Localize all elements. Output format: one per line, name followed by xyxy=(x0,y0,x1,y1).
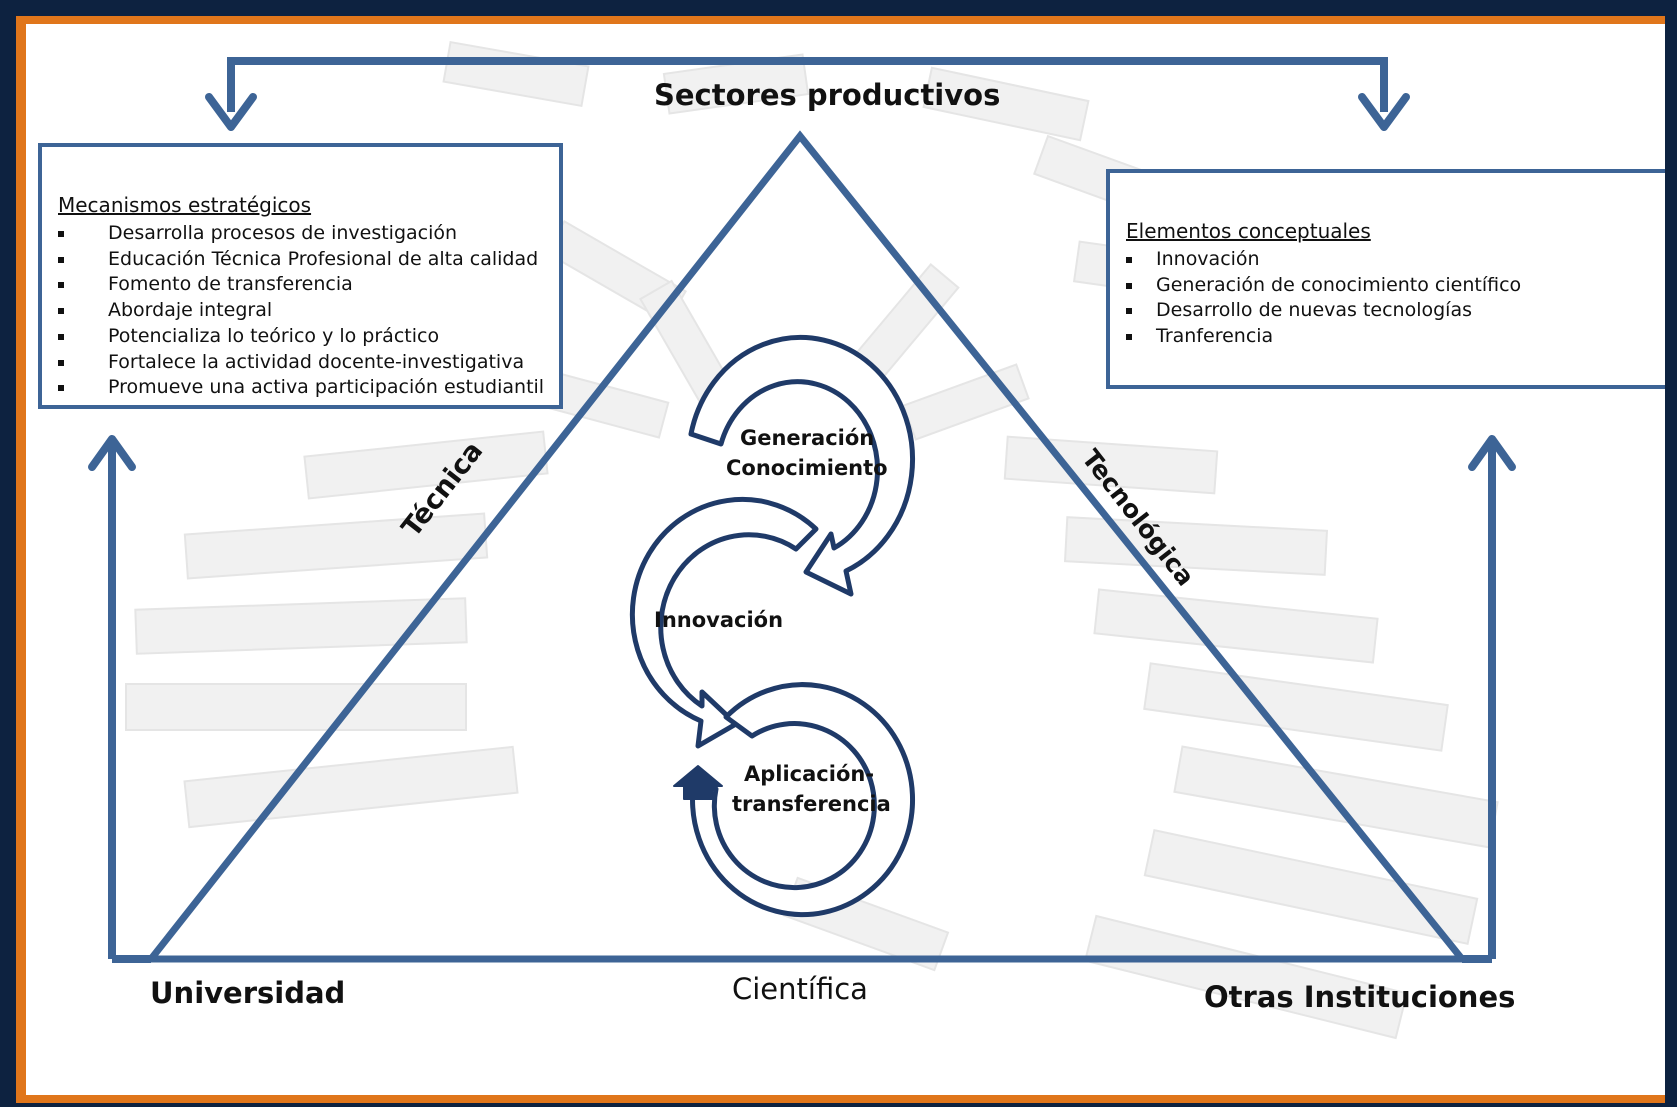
list-item-label: Potencializa lo teórico y lo práctico xyxy=(108,324,440,347)
diagram-canvas: Sectores productivos Mecanismos estratég… xyxy=(26,24,1665,1095)
list-item: Abordaje integral xyxy=(58,298,559,324)
bullet-icon xyxy=(58,308,64,315)
list-item-label: Abordaje integral xyxy=(108,299,273,322)
concepts-box: Elementos conceptuales Innovación Genera… xyxy=(1106,169,1665,389)
list-item: Tranferencia xyxy=(1126,324,1665,350)
top-connector-line xyxy=(227,57,1388,112)
list-item: Potencializa lo teórico y lo práctico xyxy=(58,324,559,350)
cycle-arrow-bottom xyxy=(690,682,916,918)
bullet-icon xyxy=(58,231,64,237)
list-item-label: Tranferencia xyxy=(1156,325,1274,348)
list-item: Generación de conocimiento científico xyxy=(1126,273,1665,299)
bullet-icon xyxy=(1126,334,1132,341)
corner-right-label: Otras Instituciones xyxy=(1204,980,1516,1014)
apex-label: Sectores productivos xyxy=(654,78,1001,112)
mechanisms-box: Mecanismos estratégicos Desarrolla proce… xyxy=(38,143,563,409)
cycle-label-middle: Innovación xyxy=(654,608,784,632)
cycle-arrows xyxy=(629,335,916,918)
list-item: Fomento de transferencia xyxy=(58,272,559,298)
cycle-label-bottom-line1: Aplicación- xyxy=(744,762,875,786)
list-item: Promueve una activa participación estudi… xyxy=(58,375,559,401)
cycle-arrow-middle xyxy=(629,497,819,749)
arrow-up-left-icon xyxy=(88,435,136,471)
bullet-icon xyxy=(58,359,64,366)
list-item-label: Desarrollo de nuevas tecnologías xyxy=(1156,299,1473,322)
bullet-icon xyxy=(58,385,64,392)
cycle-arrow-bottom-head-icon xyxy=(673,765,723,800)
arrow-up-right-icon xyxy=(1468,435,1516,471)
list-item: Fortalece la actividad docente-investiga… xyxy=(58,350,559,376)
bullet-icon xyxy=(1126,308,1132,315)
list-item-label: Generación de conocimiento científico xyxy=(1156,273,1522,296)
list-item-label: Desarrolla procesos de investigación xyxy=(108,222,458,244)
cycle-label-top-line2: Conocimiento xyxy=(726,456,888,480)
list-item: Desarrolla procesos de investigación xyxy=(58,221,559,247)
bullet-icon xyxy=(58,282,64,289)
concepts-list: Innovación Generación de conocimiento ci… xyxy=(1126,247,1665,350)
base-label: Científica xyxy=(732,972,868,1006)
list-item: Educación Técnica Profesional de alta ca… xyxy=(58,247,559,273)
arrow-down-left-icon xyxy=(205,93,257,131)
main-triangle xyxy=(143,130,1470,963)
corner-left-label: Universidad xyxy=(150,976,346,1010)
mechanisms-heading: Mecanismos estratégicos xyxy=(58,193,312,217)
list-item: Desarrollo de nuevas tecnologías xyxy=(1126,298,1665,324)
cycle-label-bottom-line2: transferencia xyxy=(732,792,891,816)
arrow-down-right-icon xyxy=(1358,93,1410,131)
cycle-arrow-top xyxy=(688,335,915,597)
concepts-heading: Elementos conceptuales xyxy=(1126,219,1371,243)
cycle-label-top-line1: Generación xyxy=(740,426,875,450)
list-item: Innovación xyxy=(1126,247,1665,273)
list-item-label: Promueve una activa participación estudi… xyxy=(108,376,545,399)
bullet-icon xyxy=(58,256,64,263)
bullet-icon xyxy=(58,333,64,340)
bullet-icon xyxy=(1126,282,1132,289)
list-item-label: Innovación xyxy=(1156,248,1260,270)
list-item-label: Educación Técnica Profesional de alta ca… xyxy=(108,247,539,270)
list-item-label: Fomento de transferencia xyxy=(108,273,353,296)
bullet-icon xyxy=(1126,257,1132,263)
mechanisms-list: Desarrolla procesos de investigación Edu… xyxy=(58,221,559,401)
list-item-label: Fortalece la actividad docente-investiga… xyxy=(108,350,525,373)
